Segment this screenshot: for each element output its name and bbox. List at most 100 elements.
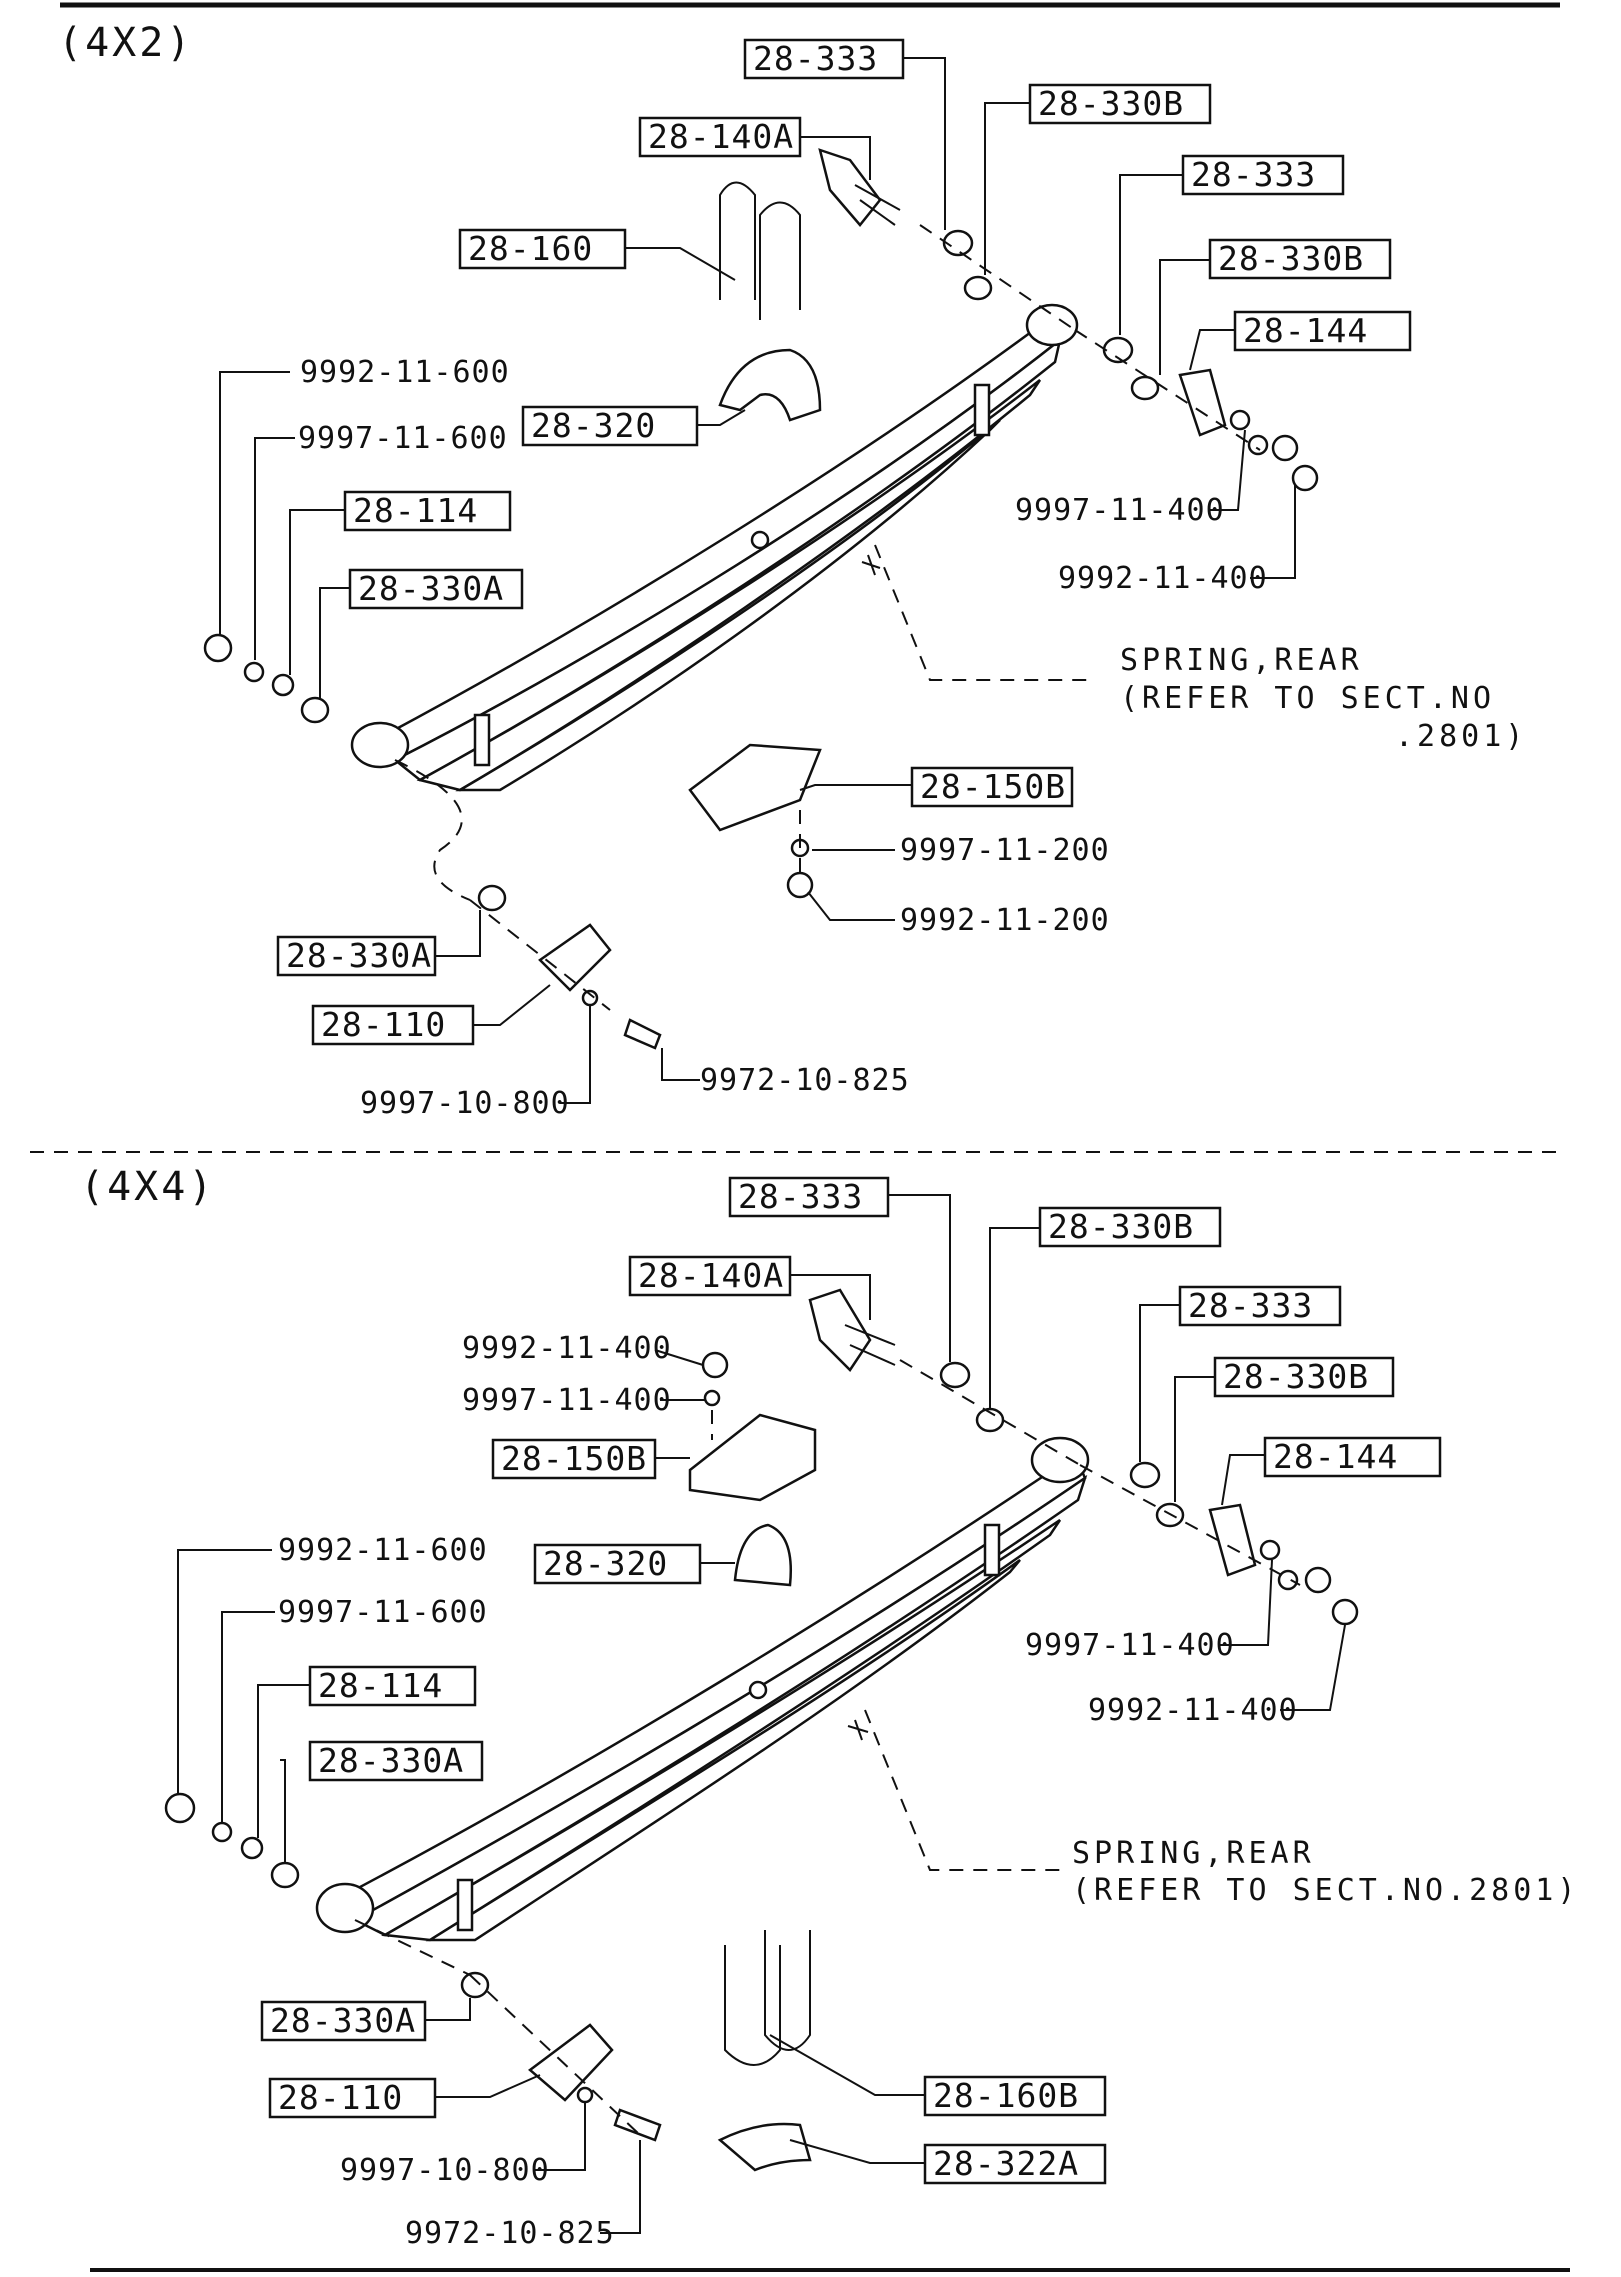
leader-4x4-b5 (1174, 1376, 1215, 1502)
section-title-4x4: (4X4) (80, 1164, 215, 1210)
label-box-4x4-28-144 (1263, 1436, 1442, 1478)
part-4x4-9997-10-800: 9997-10-800 (340, 2153, 550, 2188)
u-bolt-pad-28-322a (717, 2122, 812, 2172)
label-box-4x4-28-320 (533, 1543, 702, 1585)
leader-p6 (807, 891, 895, 921)
washer-left-4x4 (211, 1821, 233, 1843)
label-box-28-330b-top (1028, 83, 1212, 125)
leader-b7 (1189, 329, 1235, 371)
leader-4x4-p6 (1280, 1624, 1346, 1711)
bushing-28-333-top-4x4 (939, 1361, 971, 1389)
bushing-28-330b-top-4x4 (975, 1407, 1005, 1433)
leaf-spring-leaf-4-4x4 (425, 1558, 1021, 1942)
shackle-studs-4x4 (844, 1324, 896, 1366)
part-9997-11-400: 9997-11-400 (1015, 493, 1225, 528)
label-box-28-150b (910, 766, 1074, 808)
part-4x4-28-160b: 28-160B (933, 2076, 1079, 2115)
dash-front-bolt (469, 899, 611, 1011)
part-28-320: 28-320 (531, 406, 656, 445)
label-box-4x4-28-330a-bottom (260, 2000, 427, 2042)
washer-right (1229, 409, 1251, 431)
dash-rear-right-4x4 (1079, 1464, 1301, 1586)
spring-assembly-4x4: 28-333 28-330B 28-140A 28-333 28-330B 28… (164, 1176, 1579, 2251)
nut-right (1271, 434, 1299, 462)
part-28-330a-left: 28-330A (358, 569, 504, 608)
shackle-plate-28-144 (1178, 368, 1227, 437)
part-4x4-28-110: 28-110 (278, 2078, 403, 2117)
leader-p1 (219, 371, 290, 635)
washer-left-2 (271, 673, 295, 697)
section-title-4x2: (4X2) (58, 20, 193, 66)
nut-seat-4x4 (701, 1351, 729, 1379)
part-28-333-right: 28-333 (1191, 155, 1316, 194)
bump-stopper-4x4 (733, 1523, 792, 1587)
nut-left-4x4 (164, 1792, 196, 1824)
label-box-28-144 (1233, 310, 1412, 352)
leader-p2 (254, 437, 295, 660)
washer-bolt (581, 989, 599, 1007)
leader-4x4-p7 (535, 2103, 586, 2171)
spring-note-4x4-line2: (REFER TO SECT.NO.2801) (1072, 1873, 1579, 1908)
label-box-4x4-28-150b (491, 1438, 657, 1480)
spring-rear-eye-4x4 (1030, 1436, 1090, 1484)
leader-4x4-b7 (1221, 1454, 1265, 1506)
label-box-4x4-28-330a-left (308, 1740, 484, 1782)
label-box-4x4-28-330b-top (1038, 1206, 1222, 1248)
washer-bolt-4x4 (576, 2086, 594, 2104)
spring-seat-4x4 (688, 1413, 817, 1502)
part-28-330b-right: 28-330B (1218, 239, 1364, 278)
nut-right-2 (1291, 464, 1319, 492)
leader-4x4-b10 (280, 1759, 286, 1862)
shackle-plate (818, 148, 882, 227)
bolt-9972 (623, 1018, 662, 1050)
label-box-4x4-28-333-right (1178, 1285, 1342, 1327)
leader-b1 (903, 57, 946, 230)
part-9992-11-200: 9992-11-200 (900, 903, 1110, 938)
part-9997-10-800: 9997-10-800 (360, 1086, 570, 1121)
leader-4x4-p1 (654, 1349, 704, 1366)
arrow-spring-4x4 (847, 1719, 869, 1741)
label-box-28-320 (521, 405, 699, 447)
part-9992-11-600: 9992-11-600 (300, 355, 510, 390)
spring-front-eye (350, 721, 410, 769)
spring-clip-rear-4x4 (983, 1523, 1001, 1577)
spring-assembly-4x2: 28-333 28-330B 28-140A 28-333 28-160 28-… (203, 38, 1527, 1121)
dash-rear-right (1074, 329, 1261, 451)
label-box-4x4-28-114 (308, 1665, 477, 1707)
part-4x4-28-330a-bottom: 28-330A (270, 2001, 416, 2040)
part-4x4-9972-10-825: 9972-10-825 (405, 2216, 615, 2251)
dash-front-4x4 (354, 1919, 471, 1976)
leader-b12 (435, 910, 481, 957)
spring-note-line1: SPRING,REAR (1120, 643, 1363, 678)
label-box-28-110 (311, 1004, 475, 1046)
part-4x4-28-140a: 28-140A (638, 1256, 784, 1295)
washer-right-2-4x4 (1277, 1569, 1299, 1591)
label-box-4x4-28-110 (268, 2077, 437, 2119)
leader-b5 (625, 247, 736, 281)
leader-b11 (799, 784, 912, 791)
shackle-plate-28-144-4x4 (1208, 1503, 1257, 1577)
spring-front-eye-4x4 (315, 1882, 375, 1934)
part-28-144: 28-144 (1243, 311, 1368, 350)
center-bolt-icon-4x4 (748, 1680, 768, 1700)
leaf-spring-leaf-3-4x4 (381, 1518, 1062, 1942)
u-bolt-2 (759, 201, 801, 320)
part-4x4-9992-11-400-top: 9992-11-400 (462, 1331, 672, 1366)
part-28-140a: 28-140A (648, 117, 794, 156)
bushing-28-333-right-4x4 (1129, 1461, 1161, 1489)
leader-p4 (1250, 485, 1296, 579)
label-box-28-330a-bottom (276, 935, 437, 977)
part-9997-11-200: 9997-11-200 (900, 833, 1110, 868)
spring-note-line2: (REFER TO SECT.NO (1120, 681, 1495, 716)
bump-stopper-part (718, 348, 822, 422)
leader-4x4-p5 (1220, 1559, 1273, 1646)
leader-p7 (661, 1048, 700, 1081)
shackle-studs (854, 184, 901, 226)
spring-note-line3: .2801) (1395, 719, 1527, 754)
u-bolt-1-4x4 (724, 1945, 781, 2066)
part-28-110: 28-110 (321, 1005, 446, 1044)
label-box-4x4-28-333-top (728, 1176, 890, 1218)
leader-b8 (697, 409, 746, 426)
u-bolt-2-4x4 (764, 1930, 811, 2051)
bushing-28-330a-bottom-4x4 (460, 1971, 490, 1999)
